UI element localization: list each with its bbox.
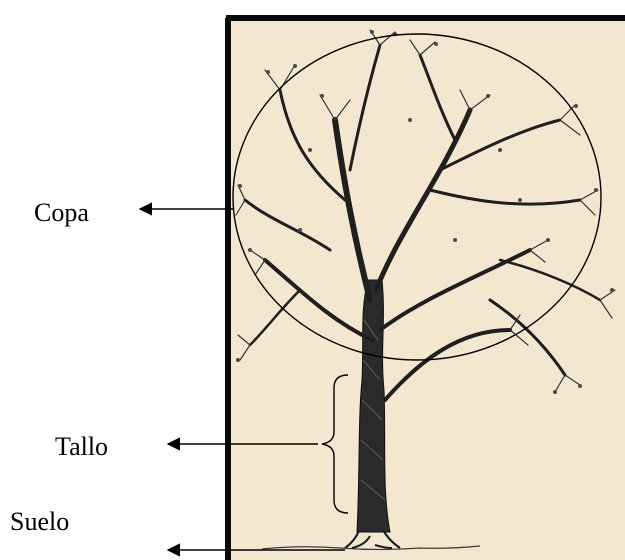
- label-suelo: Suelo: [10, 507, 69, 536]
- label-tallo: Tallo: [55, 432, 108, 461]
- tree-illustration: [226, 18, 625, 560]
- illustration-paper: [228, 18, 625, 560]
- label-copa: Copa: [34, 198, 89, 227]
